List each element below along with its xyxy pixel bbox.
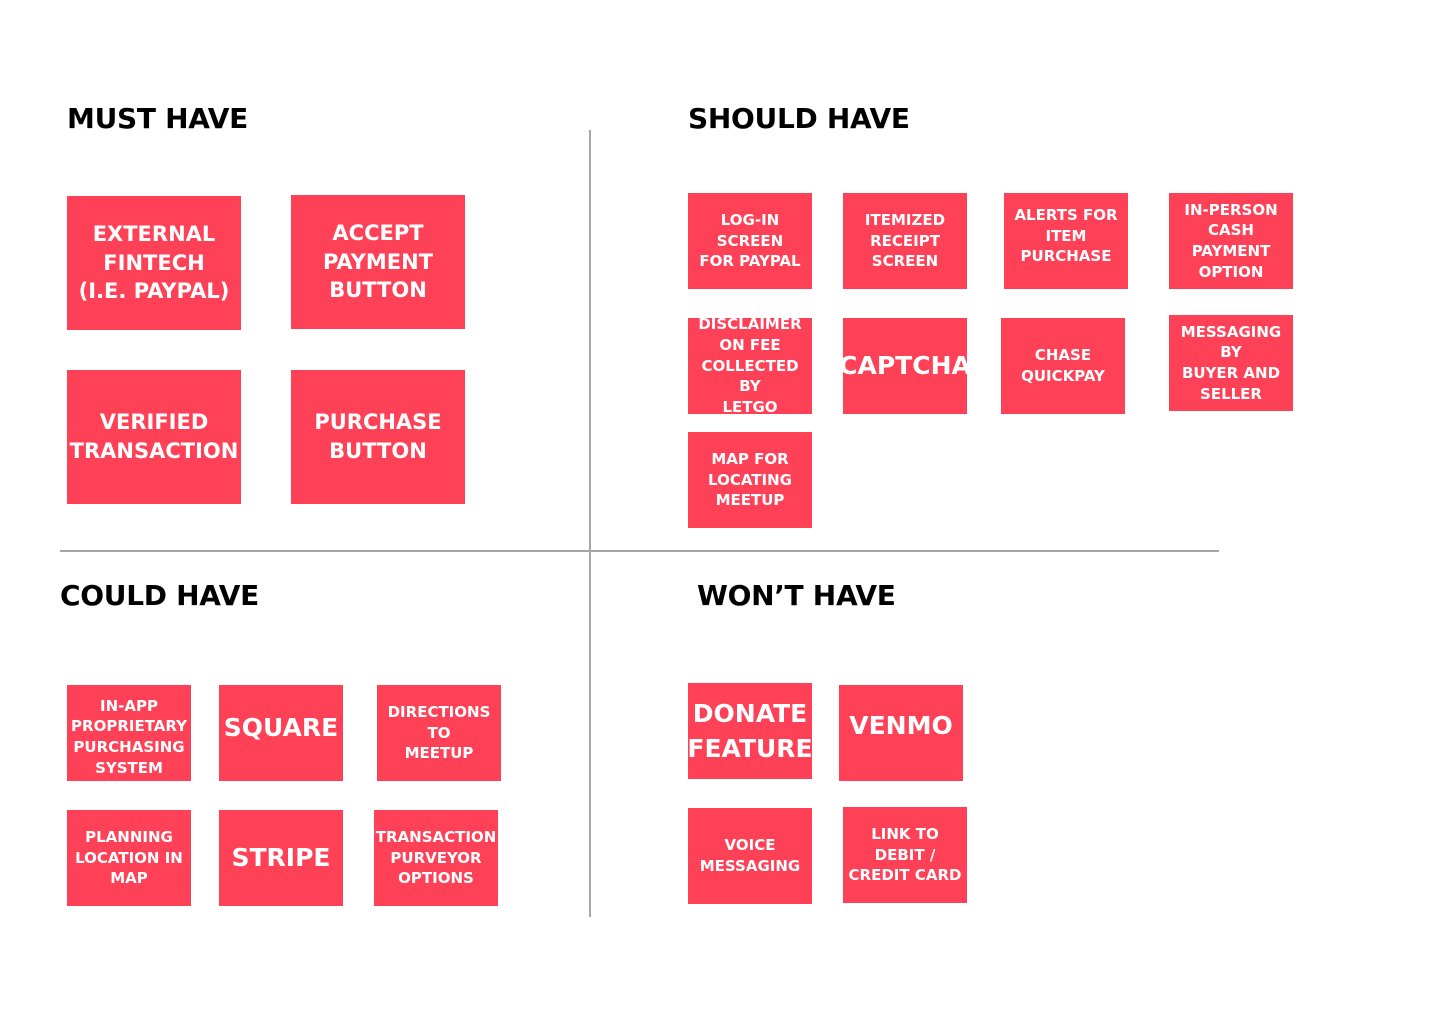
sticky-note-label: VOICE MESSAGING (699, 836, 801, 875)
sticky-note-label: VERIFIED TRANSACTION (69, 410, 239, 463)
sticky-note-label: MAP FOR LOCATING MEETUP (708, 449, 792, 510)
vertical-divider (589, 130, 591, 917)
sticky-note-purchase-button[interactable]: PURCHASE BUTTON (291, 370, 465, 504)
sticky-note-transaction-purveyor[interactable]: TRANSACTION PURVEYOR OPTIONS (374, 810, 498, 906)
sticky-note-label: CAPTCHA (843, 350, 967, 380)
sticky-note-label: STRIPE (231, 842, 331, 872)
sticky-note-voice-messaging[interactable]: VOICE MESSAGING (688, 808, 812, 904)
sticky-note-verified-transaction[interactable]: VERIFIED TRANSACTION (67, 370, 241, 504)
sticky-note-label: TRANSACTION PURVEYOR OPTIONS (375, 827, 497, 888)
sticky-note-label: ALERTS FOR ITEM PURCHASE (1014, 206, 1118, 266)
sticky-note-label: CHASE QUICKPAY (1021, 346, 1105, 385)
sticky-note-label: ACCEPT PAYMENT BUTTON (322, 220, 434, 303)
sticky-note-link-debit-credit[interactable]: LINK TO DEBIT / CREDIT CARD (843, 807, 967, 903)
sticky-note-square[interactable]: SQUARE (219, 685, 343, 781)
sticky-note-donate-feature[interactable]: DONATE FEATURE (688, 683, 812, 779)
sticky-note-messaging-buyer-seller[interactable]: MESSAGING BY BUYER AND SELLER (1169, 315, 1293, 411)
sticky-note-label: IN-APP PROPRIETARY PURCHASING SYSTEM (71, 696, 187, 777)
must-have-heading: MUST HAVE (67, 102, 248, 135)
sticky-note-login-screen-paypal[interactable]: LOG-IN SCREEN FOR PAYPAL (688, 193, 812, 289)
sticky-note-in-person-cash[interactable]: IN-PERSON CASH PAYMENT OPTION (1169, 193, 1293, 289)
sticky-note-external-fintech[interactable]: EXTERNAL FINTECH (I.E. PAYPAL) (67, 196, 241, 330)
sticky-note-label: SQUARE (223, 713, 339, 742)
sticky-note-label: DIRECTIONS TO MEETUP (387, 702, 491, 763)
sticky-note-label: LOG-IN SCREEN FOR PAYPAL (699, 210, 801, 271)
sticky-note-label: MESSAGING BY BUYER AND SELLER (1180, 322, 1282, 403)
sticky-note-disclaimer-fee[interactable]: DISCLAIMER ON FEE COLLECTED BY LETGO (688, 318, 812, 414)
sticky-note-label: LINK TO DEBIT / CREDIT CARD (848, 824, 962, 885)
sticky-note-map-locating-meetup[interactable]: MAP FOR LOCATING MEETUP (688, 432, 812, 528)
sticky-note-label: DISCLAIMER ON FEE COLLECTED BY LETGO (698, 318, 802, 414)
sticky-note-label: VENMO (849, 711, 953, 740)
sticky-note-itemized-receipt[interactable]: ITEMIZED RECEIPT SCREEN (843, 193, 967, 289)
sticky-note-label: IN-PERSON CASH PAYMENT OPTION (1184, 200, 1278, 281)
wont-have-heading: WON’T HAVE (697, 579, 896, 612)
could-have-heading: COULD HAVE (60, 579, 259, 612)
sticky-note-captcha[interactable]: CAPTCHA (843, 318, 967, 414)
should-have-heading: SHOULD HAVE (688, 102, 910, 135)
sticky-note-label: ITEMIZED RECEIPT SCREEN (864, 210, 946, 271)
sticky-note-chase-quickpay[interactable]: CHASE QUICKPAY (1001, 318, 1125, 414)
sticky-note-venmo[interactable]: VENMO (839, 685, 963, 781)
horizontal-divider (60, 550, 1219, 552)
sticky-note-label: DONATE FEATURE (688, 699, 812, 763)
sticky-note-accept-payment-button[interactable]: ACCEPT PAYMENT BUTTON (291, 195, 465, 329)
sticky-note-label: EXTERNAL FINTECH (I.E. PAYPAL) (78, 221, 230, 304)
sticky-note-planning-location[interactable]: PLANNING LOCATION IN MAP (67, 810, 191, 906)
sticky-note-in-app-proprietary[interactable]: IN-APP PROPRIETARY PURCHASING SYSTEM (67, 685, 191, 781)
sticky-note-label: PLANNING LOCATION IN MAP (75, 827, 183, 888)
sticky-note-directions-meetup[interactable]: DIRECTIONS TO MEETUP (377, 685, 501, 781)
sticky-note-alerts-item-purchase[interactable]: ALERTS FOR ITEM PURCHASE (1004, 193, 1128, 289)
sticky-note-label: PURCHASE BUTTON (314, 410, 442, 463)
sticky-note-stripe[interactable]: STRIPE (219, 810, 343, 906)
